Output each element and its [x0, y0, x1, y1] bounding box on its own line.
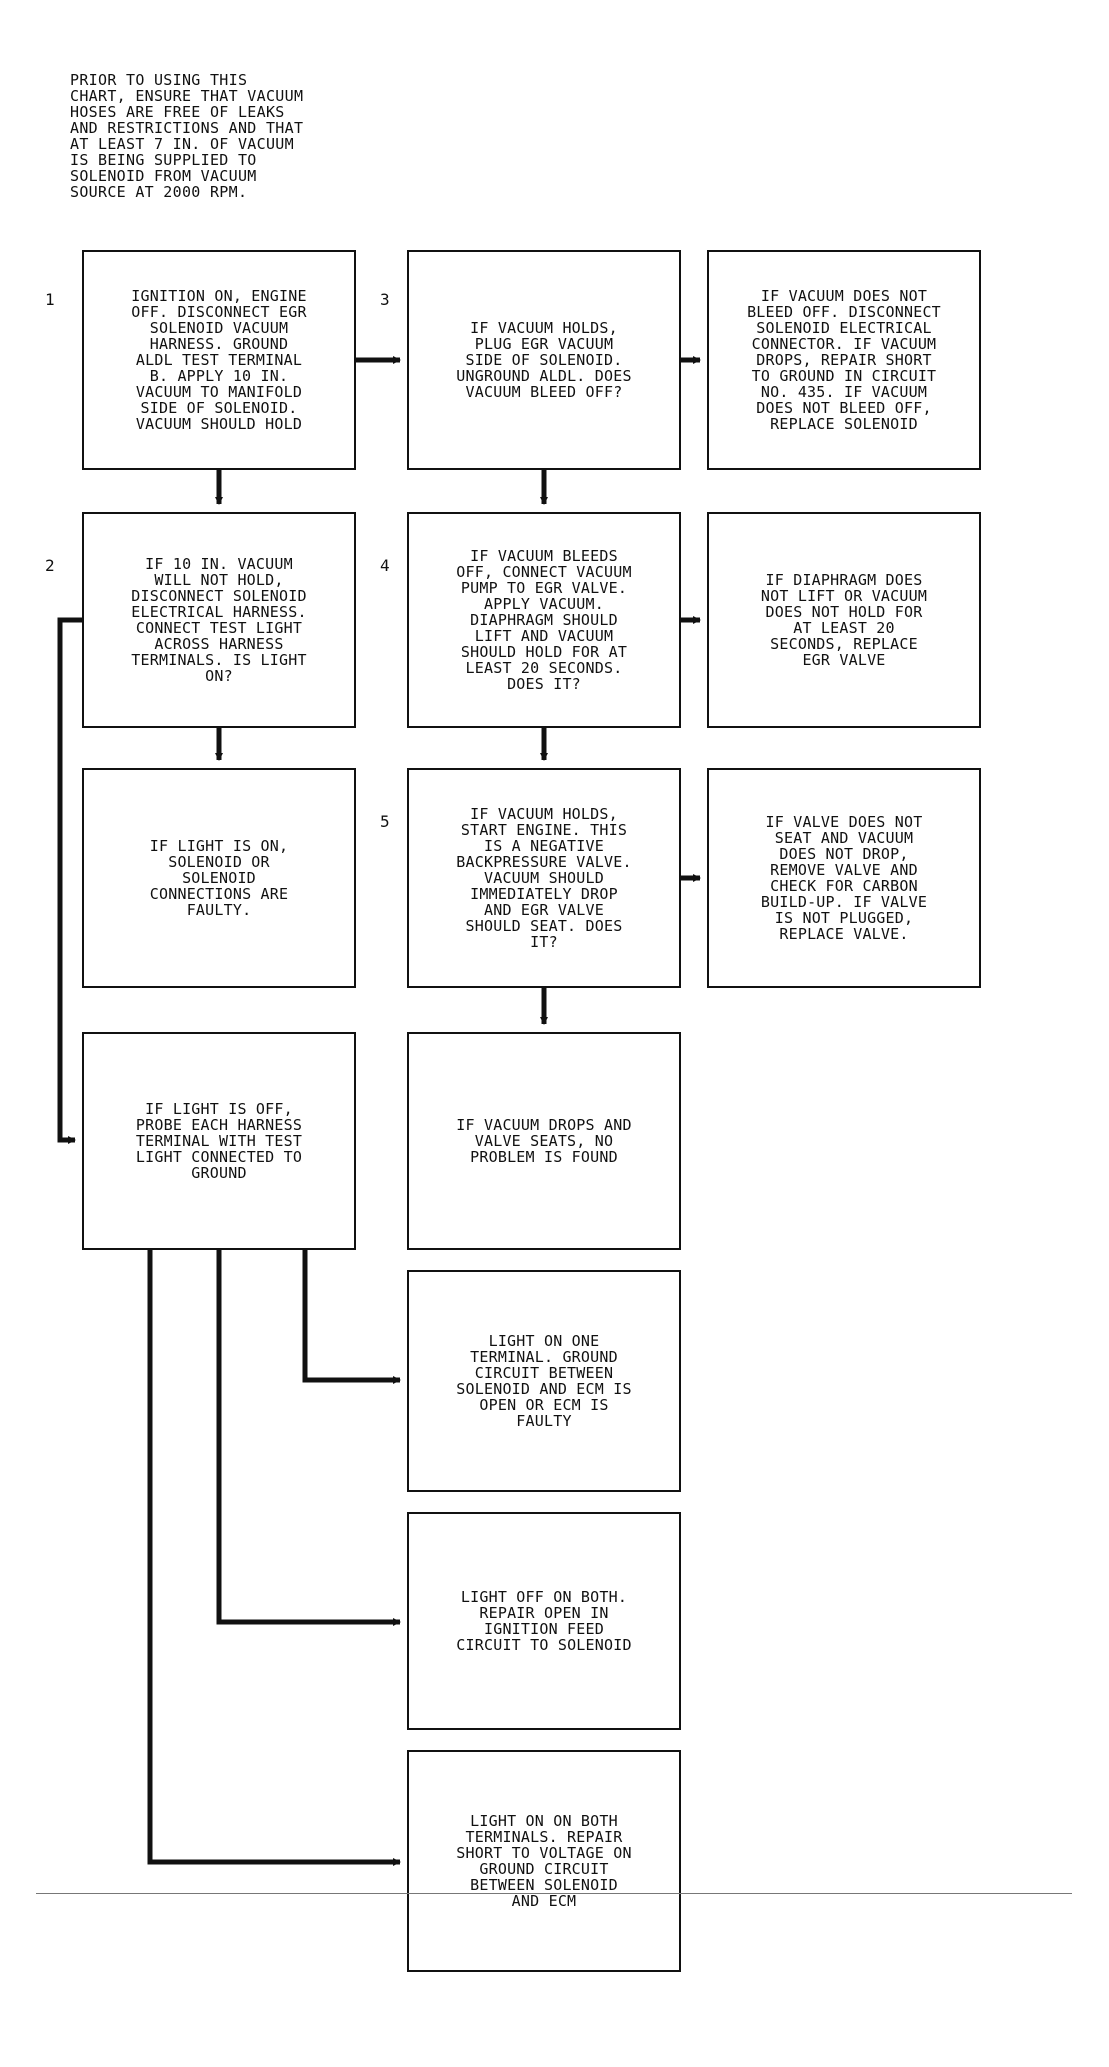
box-step-3-result: IF VACUUM DOES NOT BLEED OFF. DISCONNECT…	[707, 250, 981, 470]
box-step-5-result-text: IF VALVE DOES NOT SEAT AND VACUUM DOES N…	[760, 813, 928, 943]
box-result-off-both: LIGHT OFF ON BOTH. REPAIR OPEN IN IGNITI…	[407, 1512, 681, 1730]
box-result-one-terminal-text: LIGHT ON ONE TERMINAL. GROUND CIRCUIT BE…	[456, 1332, 632, 1430]
arrow-to-off-both	[216, 1250, 401, 1626]
box-result-one-terminal: LIGHT ON ONE TERMINAL. GROUND CIRCUIT BE…	[407, 1270, 681, 1492]
box-light-on-text: IF LIGHT IS ON, SOLENOID OR SOLENOID CON…	[149, 837, 289, 919]
step-number-3: 3	[380, 290, 390, 309]
arrow-2-to-light-off	[57, 617, 82, 1144]
box-light-off-text: IF LIGHT IS OFF, PROBE EACH HARNESS TERM…	[135, 1100, 303, 1182]
step-number-1: 1	[45, 290, 55, 309]
intro-note: PRIOR TO USING THIS CHART, ENSURE THAT V…	[70, 71, 304, 201]
box-step-5-text: IF VACUUM HOLDS, START ENGINE. THIS IS A…	[456, 805, 632, 951]
box-step-1: IGNITION ON, ENGINE OFF. DISCONNECT EGR …	[82, 250, 356, 470]
box-step-5: IF VACUUM HOLDS, START ENGINE. THIS IS A…	[407, 768, 681, 988]
step-number-4: 4	[380, 556, 390, 575]
box-step-4-result-text: IF DIAPHRAGM DOES NOT LIFT OR VACUUM DOE…	[760, 571, 928, 669]
box-step-3-result-text: IF VACUUM DOES NOT BLEED OFF. DISCONNECT…	[747, 287, 941, 433]
box-no-problem-text: IF VACUUM DROPS AND VALVE SEATS, NO PROB…	[456, 1116, 632, 1166]
box-step-4: IF VACUUM BLEEDS OFF, CONNECT VACUUM PUM…	[407, 512, 681, 728]
box-step-4-result: IF DIAPHRAGM DOES NOT LIFT OR VACUUM DOE…	[707, 512, 981, 728]
bottom-rule	[36, 1893, 1072, 1894]
step-number-2: 2	[45, 556, 55, 575]
arrow-to-one-terminal	[302, 1250, 401, 1384]
box-result-off-both-text: LIGHT OFF ON BOTH. REPAIR OPEN IN IGNITI…	[456, 1588, 632, 1654]
box-result-on-both: LIGHT ON ON BOTH TERMINALS. REPAIR SHORT…	[407, 1750, 681, 1972]
box-step-5-result: IF VALVE DOES NOT SEAT AND VACUUM DOES N…	[707, 768, 981, 988]
step-number-5: 5	[380, 812, 390, 831]
box-step-4-text: IF VACUUM BLEEDS OFF, CONNECT VACUUM PUM…	[456, 547, 632, 693]
box-step-2-text: IF 10 IN. VACUUM WILL NOT HOLD, DISCONNE…	[131, 555, 307, 685]
arrow-to-on-both	[147, 1250, 401, 1866]
box-light-off: IF LIGHT IS OFF, PROBE EACH HARNESS TERM…	[82, 1032, 356, 1250]
box-result-on-both-text: LIGHT ON ON BOTH TERMINALS. REPAIR SHORT…	[456, 1812, 632, 1910]
box-step-3: IF VACUUM HOLDS, PLUG EGR VACUUM SIDE OF…	[407, 250, 681, 470]
box-step-3-text: IF VACUUM HOLDS, PLUG EGR VACUUM SIDE OF…	[456, 319, 632, 401]
box-no-problem: IF VACUUM DROPS AND VALVE SEATS, NO PROB…	[407, 1032, 681, 1250]
box-light-on: IF LIGHT IS ON, SOLENOID OR SOLENOID CON…	[82, 768, 356, 988]
box-step-2: IF 10 IN. VACUUM WILL NOT HOLD, DISCONNE…	[82, 512, 356, 728]
box-step-1-text: IGNITION ON, ENGINE OFF. DISCONNECT EGR …	[131, 287, 307, 433]
